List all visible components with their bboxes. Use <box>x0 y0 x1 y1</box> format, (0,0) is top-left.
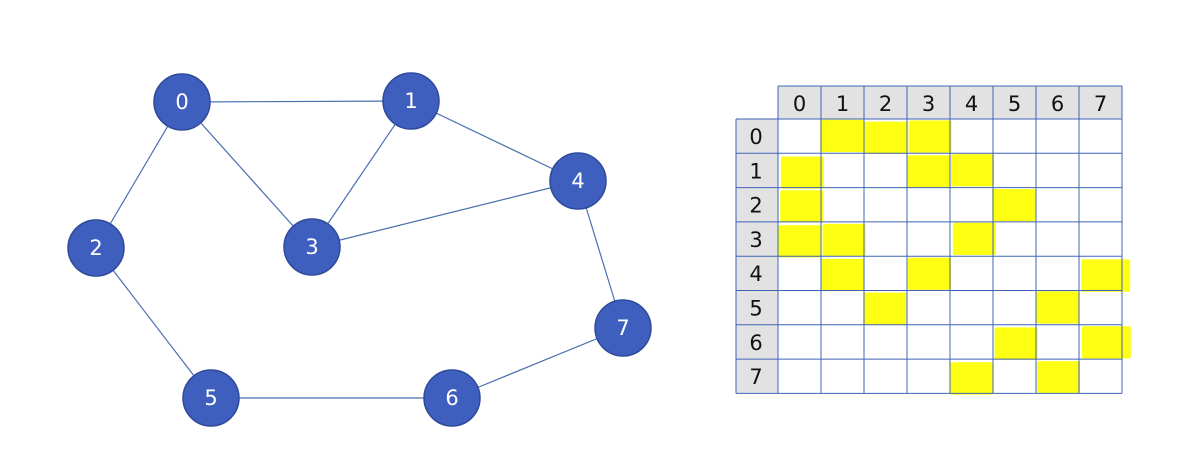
node-circle <box>283 218 341 276</box>
matrix-grid-lines <box>735 85 1123 394</box>
column-header-2: 2 <box>879 92 892 116</box>
edge-6-7 <box>451 327 624 399</box>
edge-3-4 <box>311 180 579 248</box>
column-header-6: 6 <box>1051 92 1064 116</box>
highlight-cell-7-6 <box>1037 361 1080 394</box>
highlighted-cells <box>778 119 1131 395</box>
graph-node-6: 6 <box>423 369 481 427</box>
row-header-1: 1 <box>749 159 762 183</box>
node-circle <box>153 73 211 131</box>
graph-node-0: 0 <box>153 73 211 131</box>
node-label: 7 <box>616 316 629 340</box>
highlight-cell-7-4 <box>949 362 993 395</box>
column-header-4: 4 <box>965 92 978 116</box>
node-label: 4 <box>571 169 584 193</box>
graph-node-2: 2 <box>67 219 125 277</box>
node-label: 5 <box>204 386 217 410</box>
highlight-cell-5-6 <box>1036 291 1080 324</box>
edge-0-3 <box>181 101 313 248</box>
edge-1-3 <box>311 100 412 248</box>
highlight-cell-1-3 <box>906 155 950 188</box>
graph-node-7: 7 <box>594 299 652 357</box>
highlight-cell-0-2 <box>864 121 908 154</box>
graph-node-1: 1 <box>382 72 440 130</box>
node-circle <box>67 219 125 277</box>
highlight-cell-3-0 <box>778 225 822 258</box>
highlight-cell-0-3 <box>908 120 952 153</box>
highlight-cell-0-1 <box>820 119 864 153</box>
node-circle <box>423 369 481 427</box>
highlight-cell-4-3 <box>908 257 951 290</box>
row-header-5: 5 <box>749 297 762 321</box>
row-header-3: 3 <box>749 228 762 252</box>
row-header-6: 6 <box>749 331 762 355</box>
node-circle <box>549 152 607 210</box>
graph-node-5: 5 <box>182 369 240 427</box>
highlight-cell-4-7 <box>1081 259 1131 292</box>
highlight-cell-4-1 <box>820 258 864 292</box>
node-circle <box>594 299 652 357</box>
node-circle <box>182 369 240 427</box>
highlight-cell-1-4 <box>951 154 994 187</box>
node-label: 1 <box>404 89 417 113</box>
graph-node-3: 3 <box>283 218 341 276</box>
highlight-cell-2-5 <box>992 189 1036 222</box>
node-circle <box>382 72 440 130</box>
adjacency-matrix: 0 1 2 3 4 5 6 7 0 1 2 3 4 5 6 7 <box>735 85 1131 395</box>
node-label: 6 <box>445 386 458 410</box>
highlight-cell-3-1 <box>822 223 866 257</box>
graph-nodes: 0 1 2 3 4 5 6 7 <box>67 72 652 427</box>
row-header-0: 0 <box>749 125 762 149</box>
node-label: 0 <box>175 90 188 114</box>
node-label: 2 <box>89 236 102 260</box>
row-header-2: 2 <box>749 194 762 218</box>
column-header-5: 5 <box>1008 92 1021 116</box>
highlight-cell-2-0 <box>780 190 824 223</box>
column-header-1: 1 <box>836 92 849 116</box>
highlight-cell-6-7 <box>1081 326 1131 359</box>
edge-0-1 <box>181 100 412 103</box>
row-header-7: 7 <box>749 365 762 389</box>
highlight-cell-1-0 <box>780 156 824 189</box>
column-header-3: 3 <box>922 92 935 116</box>
node-label: 3 <box>305 235 318 259</box>
highlight-cell-6-5 <box>994 327 1038 360</box>
highlight-cell-3-4 <box>952 222 996 255</box>
highlight-cell-5-2 <box>863 292 907 325</box>
edge-1-4 <box>410 100 579 182</box>
column-header-0: 0 <box>793 92 806 116</box>
graph-edges <box>95 100 624 399</box>
edge-2-5 <box>95 247 212 399</box>
row-header-4: 4 <box>749 262 762 286</box>
column-header-7: 7 <box>1094 92 1107 116</box>
graph-node-4: 4 <box>549 152 607 210</box>
